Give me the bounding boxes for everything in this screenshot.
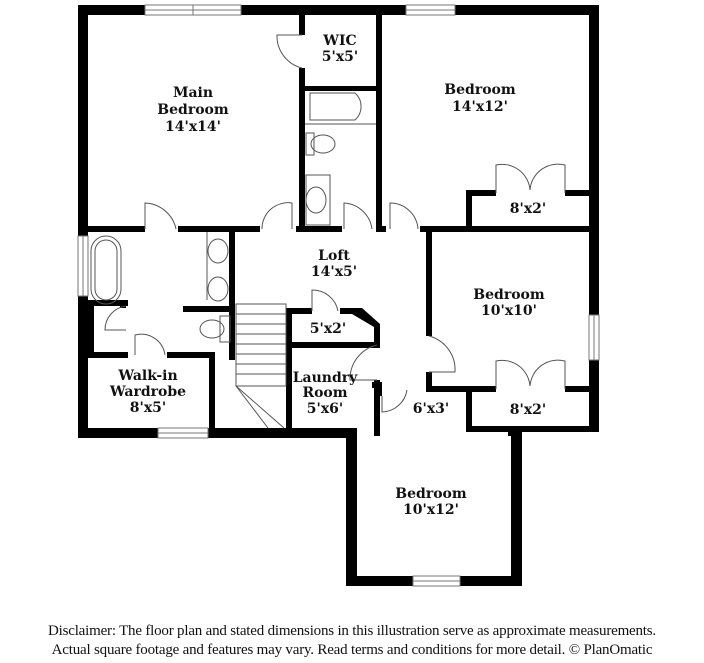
freestanding-tub-icon [90,235,122,305]
room-name-wardrobe-2: Wardrobe [109,384,186,400]
disclaimer-line-1: Disclaimer: The floor plan and stated di… [48,623,656,639]
walls [78,5,599,586]
room-name-loft: Loft [318,248,350,264]
room-dim-loft: 14'x5' [311,264,357,280]
closet-dim-ne: 8'x2' [510,201,546,217]
room-name-laundry-2: Room [302,385,347,401]
disclaimer-line-2: Actual square footage and features may v… [51,642,653,658]
closet-dim-e: 8'x2' [510,402,546,418]
room-name-main-bedroom: Main [173,85,213,101]
sink-icon [305,186,327,214]
sink-icon [207,238,229,264]
room-dim-wardrobe: 8'x5' [130,400,166,416]
disclaimer: Disclaimer: The floor plan and stated di… [0,622,704,660]
fixtures [90,92,376,429]
bathtub-icon [309,92,362,121]
room-name-bedroom-ne: Bedroom [444,82,516,98]
sink-icon [207,276,229,302]
room-name-bedroom-e: Bedroom [473,287,545,303]
room-dim-wic: 5'x5' [322,49,358,65]
room-dim-main-bedroom: 14'x14' [165,119,221,135]
hall-dim: 6'x3' [413,401,449,417]
room-dim-bedroom-s: 10'x12' [403,502,459,518]
closet-dim-loft: 5'x2' [310,321,346,337]
room-labels: Main Bedroom 14'x14' WIC 5'x5' Bedroom 1… [109,33,546,518]
toilet-icon [219,315,231,343]
room-dim-laundry: 5'x6' [307,401,343,417]
room-name-bedroom-s: Bedroom [395,486,467,502]
windows [77,4,600,587]
doors [104,34,566,413]
room-dim-bedroom-ne: 14'x12' [452,99,508,115]
floor-plan: Main Bedroom 14'x14' WIC 5'x5' Bedroom 1… [77,4,600,587]
room-name-wic: WIC [322,33,356,49]
stairs-icon [235,303,287,429]
room-name-laundry: Laundry [293,370,358,386]
room-name-wardrobe: Walk-in [117,368,177,384]
toilet-icon [305,132,315,156]
room-dim-bedroom-e: 10'x10' [481,303,537,319]
room-name-main-bedroom-2: Bedroom [157,102,229,118]
